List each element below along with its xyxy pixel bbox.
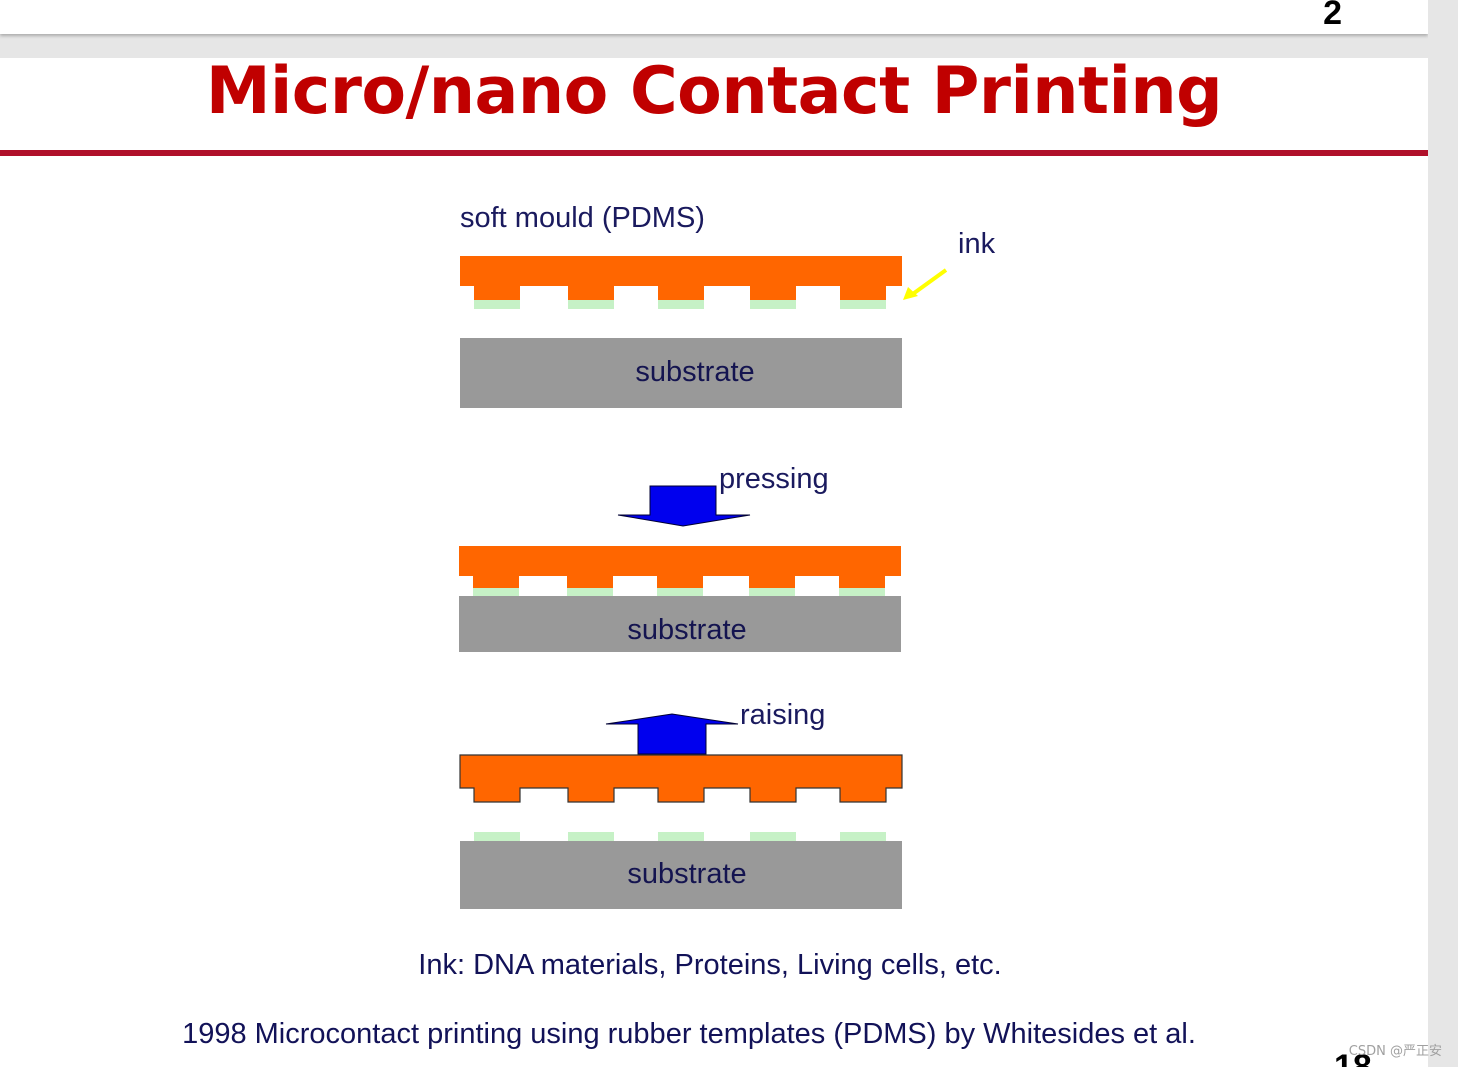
previous-slide-edge: 2: [0, 0, 1428, 34]
ink-label: ink: [958, 228, 996, 260]
substrate-stage-3: [460, 841, 902, 909]
substrate-label-3: substrate: [627, 858, 747, 890]
mould-stage-3: [459, 754, 903, 803]
slide-page-number: 18: [1334, 1048, 1372, 1067]
title-underline: [0, 150, 1428, 156]
substrate-label-2: substrate: [627, 614, 747, 646]
pressing-label: pressing: [719, 463, 829, 495]
scrollbar-track[interactable]: [1428, 0, 1458, 1067]
slide: Micro/nano Contact Printing soft mould (…: [0, 58, 1428, 1067]
soft-mould-label: soft mould (PDMS): [460, 202, 705, 234]
mould-stage-1: [460, 256, 902, 309]
process-diagram: [459, 256, 948, 909]
history-caption: 1998 Microcontact printing using rubber …: [182, 1018, 1196, 1050]
csdn-watermark: CSDN @严正安: [1348, 1044, 1442, 1059]
transferred-ink-stage-3: [474, 832, 886, 841]
ink-caption: Ink: DNA materials, Proteins, Living cel…: [418, 949, 1002, 981]
substrate-label-1: substrate: [635, 356, 755, 388]
mould-stage-2: [459, 546, 901, 596]
pressing-arrow: [617, 485, 751, 527]
ink-layer-stage-2: [473, 588, 885, 596]
raising-label: raising: [740, 699, 826, 731]
ink-pointer-arrow: [908, 268, 948, 298]
previous-slide-page-number: 2: [1323, 0, 1342, 32]
raising-arrow: [605, 713, 739, 755]
substrate-stage-1: [460, 338, 902, 408]
slide-title: Micro/nano Contact Printing: [205, 58, 1223, 129]
ink-layer-stage-1: [474, 300, 886, 309]
substrate-stage-2: [459, 596, 901, 652]
